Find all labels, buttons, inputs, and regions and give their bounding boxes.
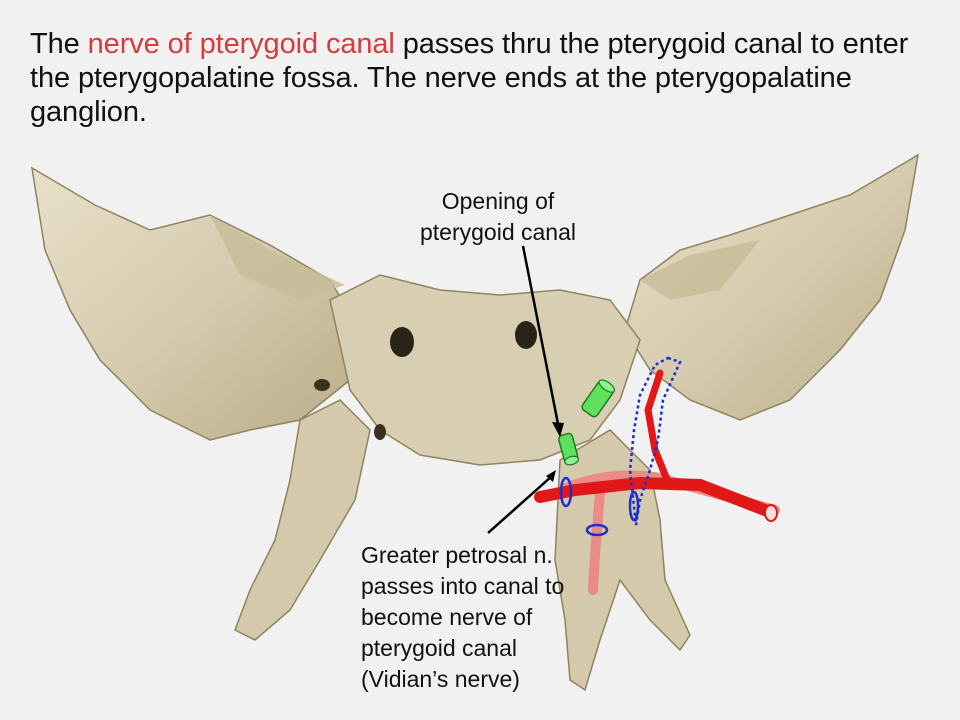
red-vessel-end — [764, 504, 778, 522]
right-lesser-wing — [640, 240, 760, 300]
right-foramen — [515, 321, 537, 349]
label-gp-line: Greater petrosal n. — [361, 542, 553, 568]
blue-ring-3 — [628, 490, 640, 522]
arrow-opening-head — [552, 422, 564, 437]
heading-text-end: passes thru the pterygoid canal to enter… — [30, 28, 909, 128]
left-pterygoid-process — [234, 399, 371, 641]
label-gp-line: pterygoid canal — [361, 635, 517, 661]
label-greater-petrosal: Greater petrosal n. passes into canal to… — [361, 540, 611, 695]
blue-ring-2 — [585, 523, 609, 537]
right-greater-wing — [624, 153, 920, 421]
left-lesser-wing — [210, 215, 345, 300]
label-opening-line1: Opening of — [441, 188, 555, 214]
foramen-ovale-left — [374, 424, 386, 440]
label-gp-line: passes into canal to — [361, 573, 565, 599]
arrow-petrosal-head — [546, 470, 556, 482]
green-cylinder-lower — [558, 432, 580, 466]
label-gp-line: become nerve of — [361, 604, 533, 630]
red-vessel-vertical — [644, 369, 672, 486]
blue-ring-1 — [559, 476, 573, 508]
sphenoid-bone-figure — [31, 153, 920, 692]
arrow-opening-line — [521, 245, 560, 425]
green-cylinder-upper — [581, 379, 616, 418]
left-foramen — [390, 327, 414, 357]
pink-descending-nerve — [588, 487, 605, 595]
foramen-rotundum-left — [314, 379, 330, 391]
label-opening-line2: pterygoid canal — [420, 219, 576, 245]
sphenoid-body — [329, 274, 641, 466]
heading-highlight: nerve of pterygoid canal — [87, 28, 395, 60]
slide-heading: The nerve of pterygoid canal passes thru… — [30, 27, 940, 129]
arrow-petrosal-line — [487, 475, 553, 534]
label-gp-line: (Vidian’s nerve) — [361, 666, 520, 692]
left-greater-wing — [31, 166, 361, 441]
heading-text-start: The — [30, 28, 88, 60]
red-vessel-horizontal — [534, 476, 776, 518]
label-opening-pterygoid-canal: Opening of pterygoid canal — [418, 186, 578, 248]
